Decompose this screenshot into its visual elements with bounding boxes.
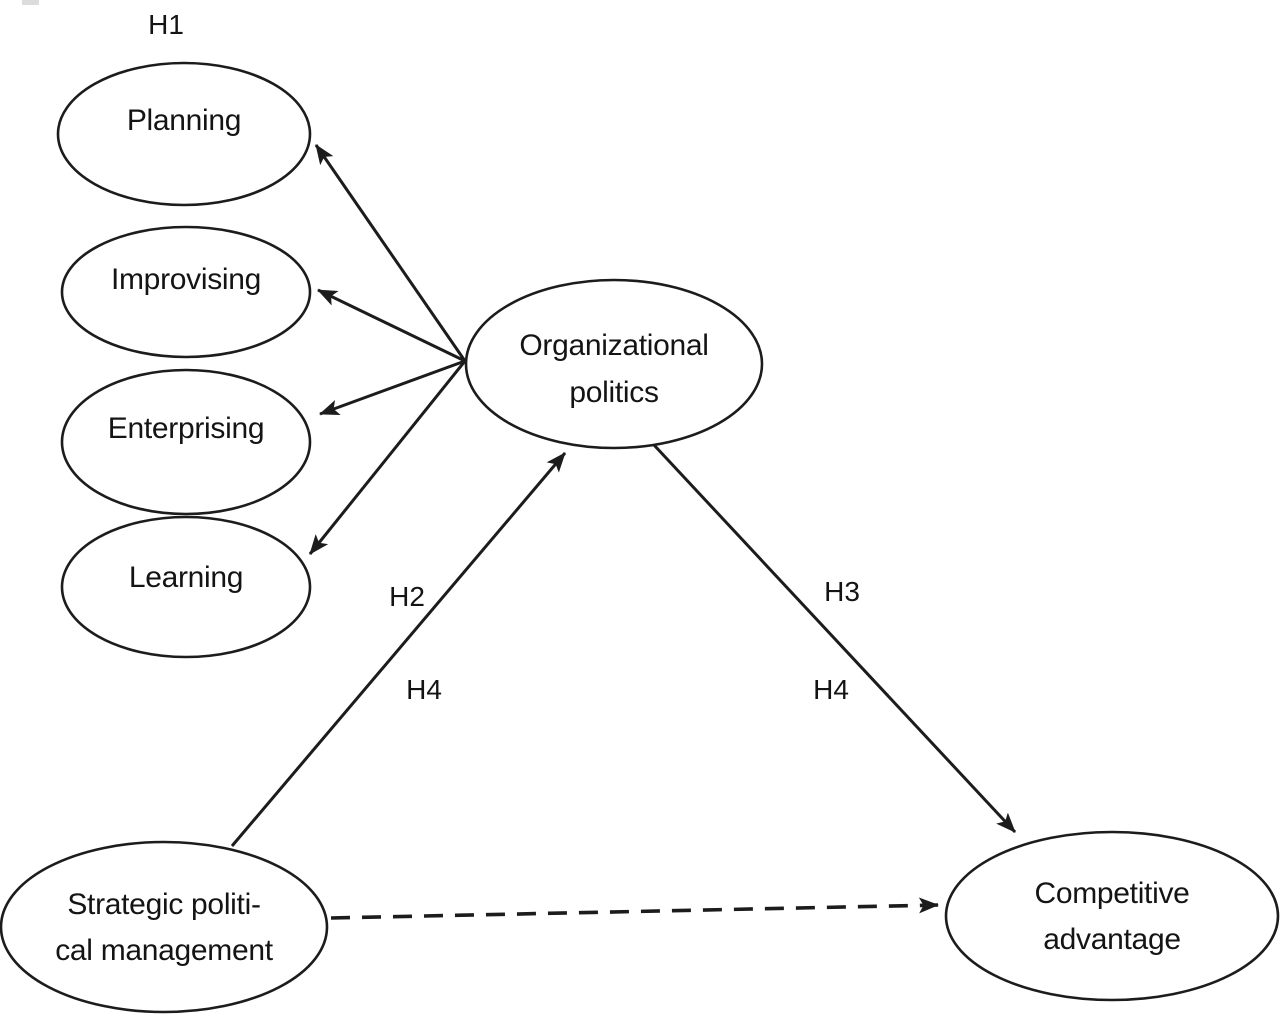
node-strategic-political-management: Strategic politi- cal management xyxy=(0,840,329,1014)
strategic-political-management-ellipse xyxy=(0,840,329,1014)
improvising-ellipse xyxy=(60,225,312,359)
hypothesis-label-h4-right: H4 xyxy=(813,674,849,705)
strategic-political-management-label-line2: cal management xyxy=(55,934,274,967)
hypothesis-label-h1: H1 xyxy=(148,9,184,40)
node-learning: Learning xyxy=(60,515,312,659)
edge-op-to-planning xyxy=(314,144,467,362)
edge-op-to-improvising xyxy=(317,288,466,363)
planning-ellipse xyxy=(56,61,312,207)
competitive-advantage-label-line2: advantage xyxy=(1043,923,1180,956)
node-improvising: Improvising xyxy=(60,225,312,359)
hypothesis-label-h2: H2 xyxy=(389,581,425,612)
node-planning: Planning xyxy=(56,61,312,207)
organizational-politics-label-line1: Organizational xyxy=(519,329,708,362)
edge-op-to-enterprising xyxy=(319,359,466,416)
strategic-political-management-label-line1: Strategic politi- xyxy=(67,888,260,921)
organizational-politics-label-line2: politics xyxy=(569,376,658,409)
edge-op-to-ca xyxy=(652,443,1017,834)
node-enterprising: Enterprising xyxy=(60,368,312,516)
node-organizational-politics: Organizational politics xyxy=(464,278,764,450)
edge-spm-to-op xyxy=(230,452,567,847)
competitive-advantage-ellipse xyxy=(944,830,1280,1002)
enterprising-ellipse xyxy=(60,368,312,516)
edge-spm-to-ca-dashed xyxy=(330,897,939,920)
planning-label: Planning xyxy=(127,104,241,137)
enterprising-label: Enterprising xyxy=(108,412,264,445)
edge-op-to-learning xyxy=(308,360,467,555)
competitive-advantage-label-line1: Competitive xyxy=(1034,877,1189,910)
learning-ellipse xyxy=(60,515,312,659)
organizational-politics-ellipse xyxy=(464,278,764,450)
node-competitive-advantage: Competitive advantage xyxy=(944,830,1280,1002)
hypothesis-label-h4-left: H4 xyxy=(406,674,442,705)
improvising-label: Improvising xyxy=(111,263,261,296)
learning-label: Learning xyxy=(129,561,243,594)
scan-artifact xyxy=(22,0,39,5)
hypothesis-label-h3: H3 xyxy=(824,576,860,607)
